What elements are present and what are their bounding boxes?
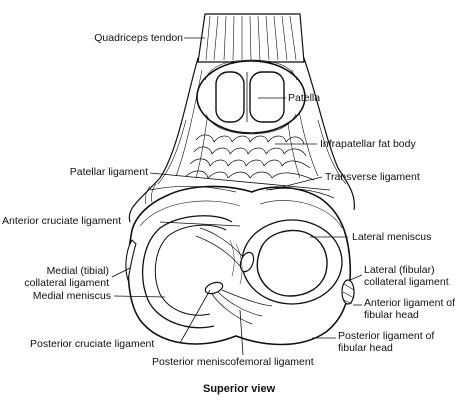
infrapatellar-fat-body-drawing <box>185 134 315 181</box>
label-quadriceps-tendon: Quadriceps tendon <box>94 32 183 44</box>
leader-lines <box>111 37 363 356</box>
patellar-ligament-body <box>128 57 355 223</box>
label-anterior-ligament-fibular-head-line1: Anterior ligament of <box>364 297 456 309</box>
label-posterior-meniscofemoral-ligament: Posterior meniscofemoral ligament <box>152 356 314 368</box>
label-patella: Patella <box>288 92 321 104</box>
label-transverse-ligament: Transverse ligament <box>325 171 420 183</box>
label-medial-collateral-ligament-line2: collateral ligament <box>24 277 109 289</box>
medial-collateral-ligament-drawing <box>125 239 137 281</box>
label-anterior-ligament-fibular-head-line2: fibular head <box>364 309 419 321</box>
label-medial-meniscus: Medial meniscus <box>32 290 111 302</box>
figure-caption: Superior view <box>203 383 276 395</box>
label-posterior-cruciate-ligament: Posterior cruciate ligament <box>30 338 155 350</box>
label-posterior-ligament-fibular-head-line2: fibular head <box>338 342 393 354</box>
label-infrapatellar-fat-body: Infrapatellar fat body <box>320 138 416 150</box>
label-patellar-ligament: Patellar ligament <box>69 166 148 178</box>
label-lateral-collateral-ligament-line1: Lateral (fibular) <box>364 264 435 276</box>
label-anterior-cruciate-ligament: Anterior cruciate ligament <box>2 215 122 227</box>
label-posterior-ligament-fibular-head-line1: Posterior ligament of <box>338 330 435 342</box>
label-lateral-collateral-ligament-line2: collateral ligament <box>364 276 449 288</box>
label-lateral-meniscus: Lateral meniscus <box>352 231 432 243</box>
patella-drawing <box>196 59 306 135</box>
fibular-head-drawing <box>341 279 355 305</box>
medial-meniscus-drawing <box>142 215 233 329</box>
label-medial-collateral-ligament-line1: Medial (tibial) <box>46 265 109 277</box>
quadriceps-tendon-drawing <box>197 13 305 63</box>
lateral-meniscus-drawing <box>241 219 343 305</box>
